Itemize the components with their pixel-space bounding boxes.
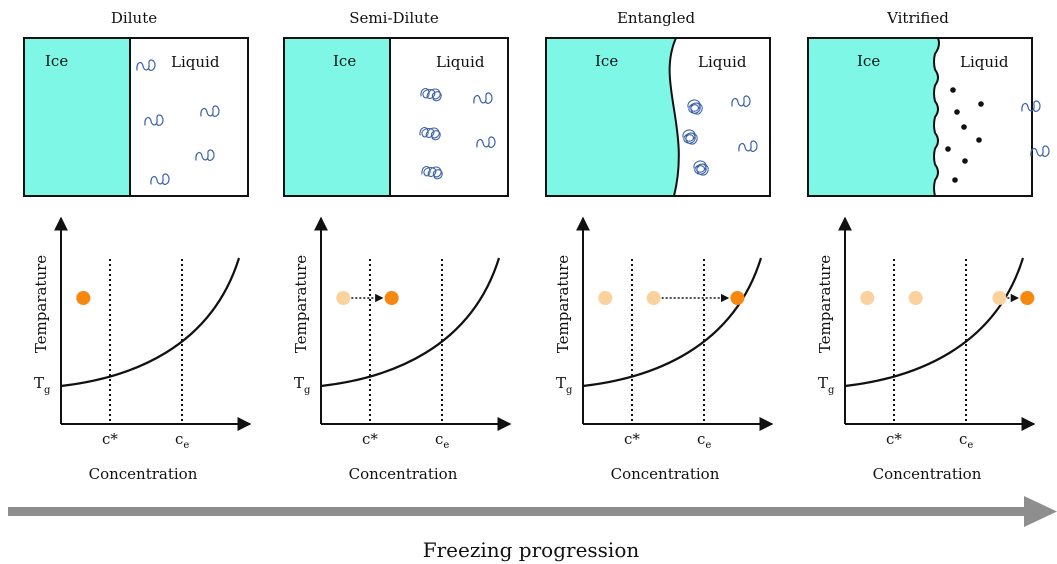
c-star-label: c* — [102, 430, 118, 448]
glass-transition-curve — [844, 257, 1025, 388]
polymer-coil-icon — [200, 105, 220, 118]
c-e-label: ce — [175, 430, 189, 451]
polymer-ball-icon — [693, 160, 709, 176]
box-frame — [545, 37, 771, 197]
polymer-coil-icon — [473, 92, 493, 105]
x-axis-label: Concentration — [873, 465, 982, 483]
microstructure-box: Ice Liquid — [283, 37, 509, 197]
tg-label: Tg — [556, 374, 573, 396]
tg-label: Tg — [294, 374, 311, 396]
stage-title: Vitrified — [886, 9, 949, 27]
progression-arrow — [8, 496, 1057, 527]
ice-region — [545, 37, 680, 197]
polymer-coil-icon — [731, 95, 751, 108]
c-star-label: c* — [362, 430, 378, 448]
state-dot-current — [1020, 291, 1035, 305]
microstructure-box: Ice Liquid — [807, 37, 1050, 197]
polymer-tangle-icon — [420, 87, 442, 102]
state-dot-previous — [860, 291, 875, 305]
box-frame — [23, 37, 249, 197]
y-axis-label: Temparature — [292, 255, 310, 353]
ice-label: Ice — [333, 52, 356, 70]
polymer-ball-icon — [682, 129, 698, 145]
c-e-label: ce — [697, 430, 711, 451]
x-axis-label: Concentration — [611, 465, 720, 483]
particle-dot — [961, 124, 967, 130]
state-dot-previous — [992, 291, 1007, 305]
tg-label: Tg — [818, 374, 835, 396]
stage-title: Semi-Dilute — [349, 9, 439, 27]
polymer-ball-icon — [687, 99, 703, 115]
glass-transition-curve — [60, 257, 241, 388]
c-e-label: ce — [435, 430, 449, 451]
state-dot-current — [76, 291, 91, 305]
state-dot-current — [384, 291, 399, 305]
liquid-label: Liquid — [960, 53, 1009, 71]
ice-label: Ice — [45, 52, 68, 70]
polymer-coil-icon — [1030, 145, 1050, 158]
box-frame — [807, 37, 1033, 197]
y-axis-label: Temparature — [554, 255, 572, 353]
glass-transition-curve — [582, 257, 763, 388]
ice-label: Ice — [857, 52, 880, 70]
polymer-coil-icon — [144, 114, 164, 127]
polymer-coil-icon — [738, 140, 758, 153]
tg-label: Tg — [34, 374, 51, 396]
state-dot-current — [730, 291, 745, 305]
liquid-label: Liquid — [436, 53, 485, 71]
polymer-coil-icon — [476, 136, 496, 149]
polymer-coil-icon — [1021, 100, 1041, 113]
particle-dot — [952, 177, 958, 183]
state-dot-previous — [908, 291, 923, 305]
ice-label: Ice — [595, 52, 618, 70]
progression-label: Freezing progression — [423, 538, 640, 562]
c-e-label: ce — [959, 430, 973, 451]
particle-dot — [978, 101, 984, 107]
y-axis-label: Temparature — [816, 255, 834, 353]
state-dot-previous — [598, 291, 613, 305]
particle-dot — [945, 146, 951, 152]
microstructure-box: Ice Liquid — [545, 37, 771, 197]
box-frame — [283, 37, 509, 197]
stage-title: Entangled — [617, 9, 696, 27]
glass-transition-curve — [320, 257, 501, 388]
c-star-label: c* — [624, 430, 640, 448]
state-dot-previous — [646, 291, 661, 305]
liquid-label: Liquid — [698, 53, 747, 71]
polymer-coil-icon — [136, 59, 156, 72]
stage-title: Dilute — [111, 9, 157, 27]
particle-dot — [950, 87, 956, 93]
polymer-coil-icon — [195, 149, 215, 162]
y-axis-label: Temparature — [32, 255, 50, 353]
x-axis-label: Concentration — [349, 465, 458, 483]
microstructure-box: Ice Liquid — [23, 37, 249, 197]
state-dot-previous — [336, 291, 351, 305]
polymer-tangle-icon — [419, 126, 441, 141]
polymer-tangle-icon — [421, 165, 443, 180]
polymer-coil-icon — [150, 173, 170, 186]
ice-region — [807, 37, 940, 197]
particle-dot — [976, 137, 982, 143]
liquid-label: Liquid — [171, 53, 220, 71]
c-star-label: c* — [886, 430, 902, 448]
x-axis-label: Concentration — [89, 465, 198, 483]
ice-region — [23, 37, 131, 197]
particle-dot — [962, 158, 968, 164]
particle-dot — [954, 109, 960, 115]
